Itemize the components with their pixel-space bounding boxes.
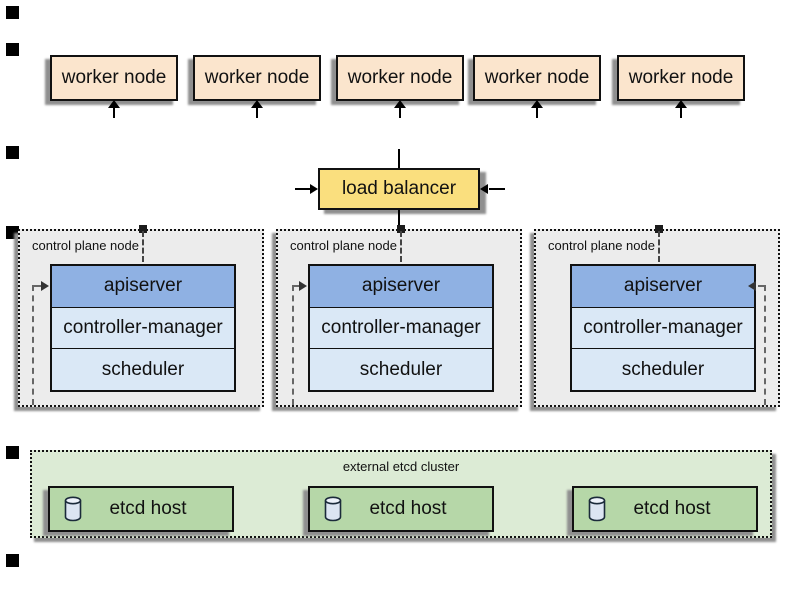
controller-manager-label: controller-manager — [321, 317, 481, 338]
connector-stub — [536, 104, 538, 118]
load-balancer-box: load balancer — [318, 168, 480, 210]
arrowhead-left-icon — [748, 281, 756, 291]
arrowhead-up-icon — [394, 100, 406, 108]
arrowhead-left-icon — [480, 184, 488, 194]
worker-node-label: worker node — [347, 67, 453, 88]
scheduler-label: scheduler — [359, 358, 443, 380]
dashed-connector — [142, 231, 144, 262]
connector-entry-mark — [655, 225, 663, 233]
connector-stub — [489, 188, 505, 190]
etcd-cluster-label: external etcd cluster — [342, 459, 460, 474]
worker-node-label: worker node — [628, 67, 734, 88]
scheduler-label: scheduler — [621, 358, 705, 380]
connector-stub — [398, 149, 400, 168]
component-stack: apiserver controller-manager scheduler — [308, 264, 494, 392]
connector-stub — [399, 104, 401, 118]
arrowhead-up-icon — [251, 100, 263, 108]
control-plane-node-box: control plane node apiserver controller-… — [276, 225, 522, 407]
worker-node-label: worker node — [61, 67, 167, 88]
feedback-loop-line — [32, 285, 42, 287]
controller-manager-box: controller-manager — [310, 306, 492, 349]
control-plane-node-label: control plane node — [290, 238, 397, 253]
connector-stub — [113, 104, 115, 118]
control-plane-node-label: control plane node — [548, 238, 655, 253]
control-plane-node-label: control plane node — [32, 238, 139, 253]
etcd-host-box: etcd host — [572, 486, 758, 532]
black-square-marker — [6, 146, 19, 159]
apiserver-label: apiserver — [103, 275, 183, 297]
database-cylinder-icon — [63, 496, 83, 528]
apiserver-box: apiserver — [572, 266, 754, 307]
etcd-cluster-box: external etcd cluster etcd host etcd hos… — [30, 450, 772, 538]
connector-stub — [295, 188, 311, 190]
black-square-marker — [6, 446, 19, 459]
worker-node-box: worker node — [193, 55, 321, 101]
connector-entry-mark — [139, 225, 147, 233]
worker-node-box: worker node — [473, 55, 601, 101]
controller-manager-label: controller-manager — [583, 317, 743, 338]
arrowhead-right-icon — [310, 184, 318, 194]
controller-manager-label: controller-manager — [63, 317, 223, 338]
etcd-host-box: etcd host — [48, 486, 234, 532]
scheduler-box: scheduler — [52, 348, 234, 391]
load-balancer-label: load balancer — [341, 178, 457, 199]
scheduler-box: scheduler — [572, 348, 754, 391]
arrowhead-right-icon — [41, 281, 49, 291]
etcd-host-label: etcd host — [633, 498, 711, 519]
apiserver-label: apiserver — [361, 275, 441, 297]
etcd-host-box: etcd host — [308, 486, 494, 532]
scheduler-box: scheduler — [310, 348, 492, 391]
feedback-loop-line — [758, 285, 766, 287]
connector-stub — [680, 104, 682, 118]
dashed-connector — [400, 231, 402, 262]
worker-node-box: worker node — [617, 55, 745, 101]
control-plane-node-box: control plane node apiserver controller-… — [18, 225, 264, 407]
feedback-loop-line — [764, 285, 766, 405]
arrowhead-up-icon — [108, 100, 120, 108]
control-plane-node-box: control plane node apiserver controller-… — [534, 225, 780, 407]
controller-manager-box: controller-manager — [572, 306, 754, 349]
worker-node-label: worker node — [204, 67, 310, 88]
worker-node-box: worker node — [336, 55, 464, 101]
dashed-connector — [658, 231, 660, 262]
arrowhead-up-icon — [675, 100, 687, 108]
feedback-loop-line — [32, 285, 34, 405]
arrowhead-right-icon — [299, 281, 307, 291]
black-square-marker — [6, 554, 19, 567]
connector-stub — [256, 104, 258, 118]
component-stack: apiserver controller-manager scheduler — [50, 264, 236, 392]
black-square-marker — [6, 226, 19, 239]
feedback-loop-line — [292, 285, 294, 405]
connector-entry-mark — [397, 225, 405, 233]
apiserver-box: apiserver — [310, 266, 492, 307]
arrowhead-up-icon — [531, 100, 543, 108]
component-stack: apiserver controller-manager scheduler — [570, 264, 756, 392]
controller-manager-box: controller-manager — [52, 306, 234, 349]
apiserver-box: apiserver — [52, 266, 234, 307]
etcd-host-label: etcd host — [369, 498, 447, 519]
black-square-marker — [6, 43, 19, 56]
worker-node-box: worker node — [50, 55, 178, 101]
scheduler-label: scheduler — [101, 358, 185, 380]
database-cylinder-icon — [323, 496, 343, 528]
database-cylinder-icon — [587, 496, 607, 528]
etcd-host-label: etcd host — [109, 498, 187, 519]
black-square-marker — [6, 6, 19, 19]
worker-node-label: worker node — [484, 67, 590, 88]
connector-stub — [398, 210, 400, 226]
apiserver-label: apiserver — [623, 275, 703, 297]
feedback-loop-line — [292, 285, 300, 287]
